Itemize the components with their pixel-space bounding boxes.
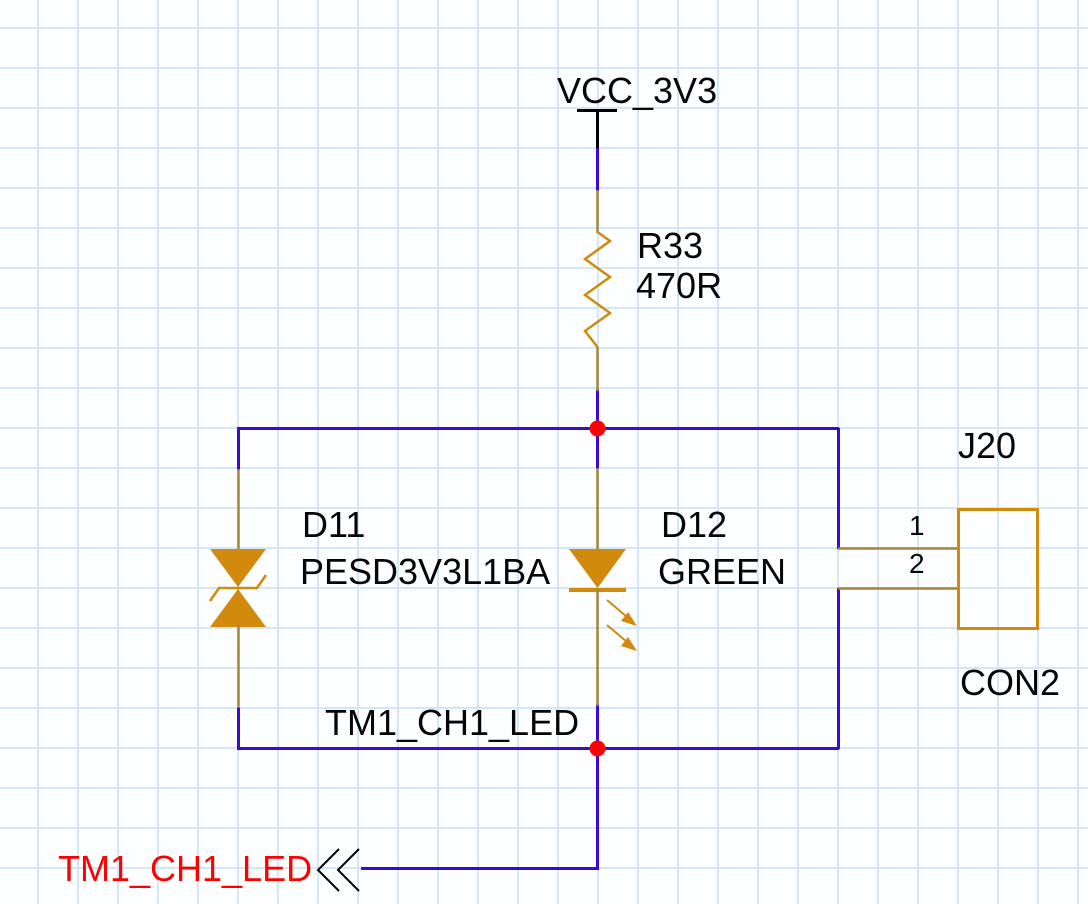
resistor-zigzag [582, 230, 613, 348]
connector-pin1-number: 1 [909, 510, 925, 541]
connector-body [957, 508, 1039, 630]
junction-dot[interactable] [589, 740, 606, 757]
tvs-center-bar [208, 574, 268, 602]
led-emission-arrows [606, 599, 637, 651]
resistor-designator[interactable]: R33 [637, 225, 704, 266]
connector-pin2-number: 2 [909, 548, 925, 579]
connector-j20-symbol[interactable] [838, 508, 1039, 630]
power-port-symbol[interactable] [577, 109, 617, 148]
led-arrow-line [606, 624, 628, 643]
led-value[interactable]: GREEN [658, 551, 787, 592]
resistor-value[interactable]: 470R [636, 265, 723, 306]
net-label[interactable]: TM1_CH1_LED [325, 702, 580, 743]
led-triangle [569, 549, 626, 588]
port-label[interactable]: TM1_CH1_LED [58, 848, 313, 889]
tvs-bottom-triangle [210, 589, 266, 627]
port-chevron-icon [316, 848, 360, 892]
tvs-top-triangle [210, 549, 266, 587]
tvs-value[interactable]: PESD3V3L1BA [300, 551, 551, 592]
tvs-diode-d11-symbol[interactable] [208, 469, 268, 708]
chevron-left-icon [316, 848, 340, 892]
led-arrow-line [606, 599, 628, 618]
chevron-left-icon [336, 848, 360, 892]
junction-dot[interactable] [589, 420, 606, 437]
led-arrow-head [621, 637, 637, 651]
led-d12-symbol[interactable] [569, 468, 637, 706]
power-net-label[interactable]: VCC_3V3 [557, 70, 718, 111]
net-wires [237, 148, 840, 870]
resistor-r33-symbol[interactable] [582, 190, 613, 391]
led-designator[interactable]: D12 [661, 504, 728, 545]
connector-designator[interactable]: J20 [958, 425, 1017, 466]
connector-value[interactable]: CON2 [960, 662, 1061, 703]
tvs-designator[interactable]: D11 [302, 504, 366, 545]
led-arrow-head [621, 612, 637, 626]
